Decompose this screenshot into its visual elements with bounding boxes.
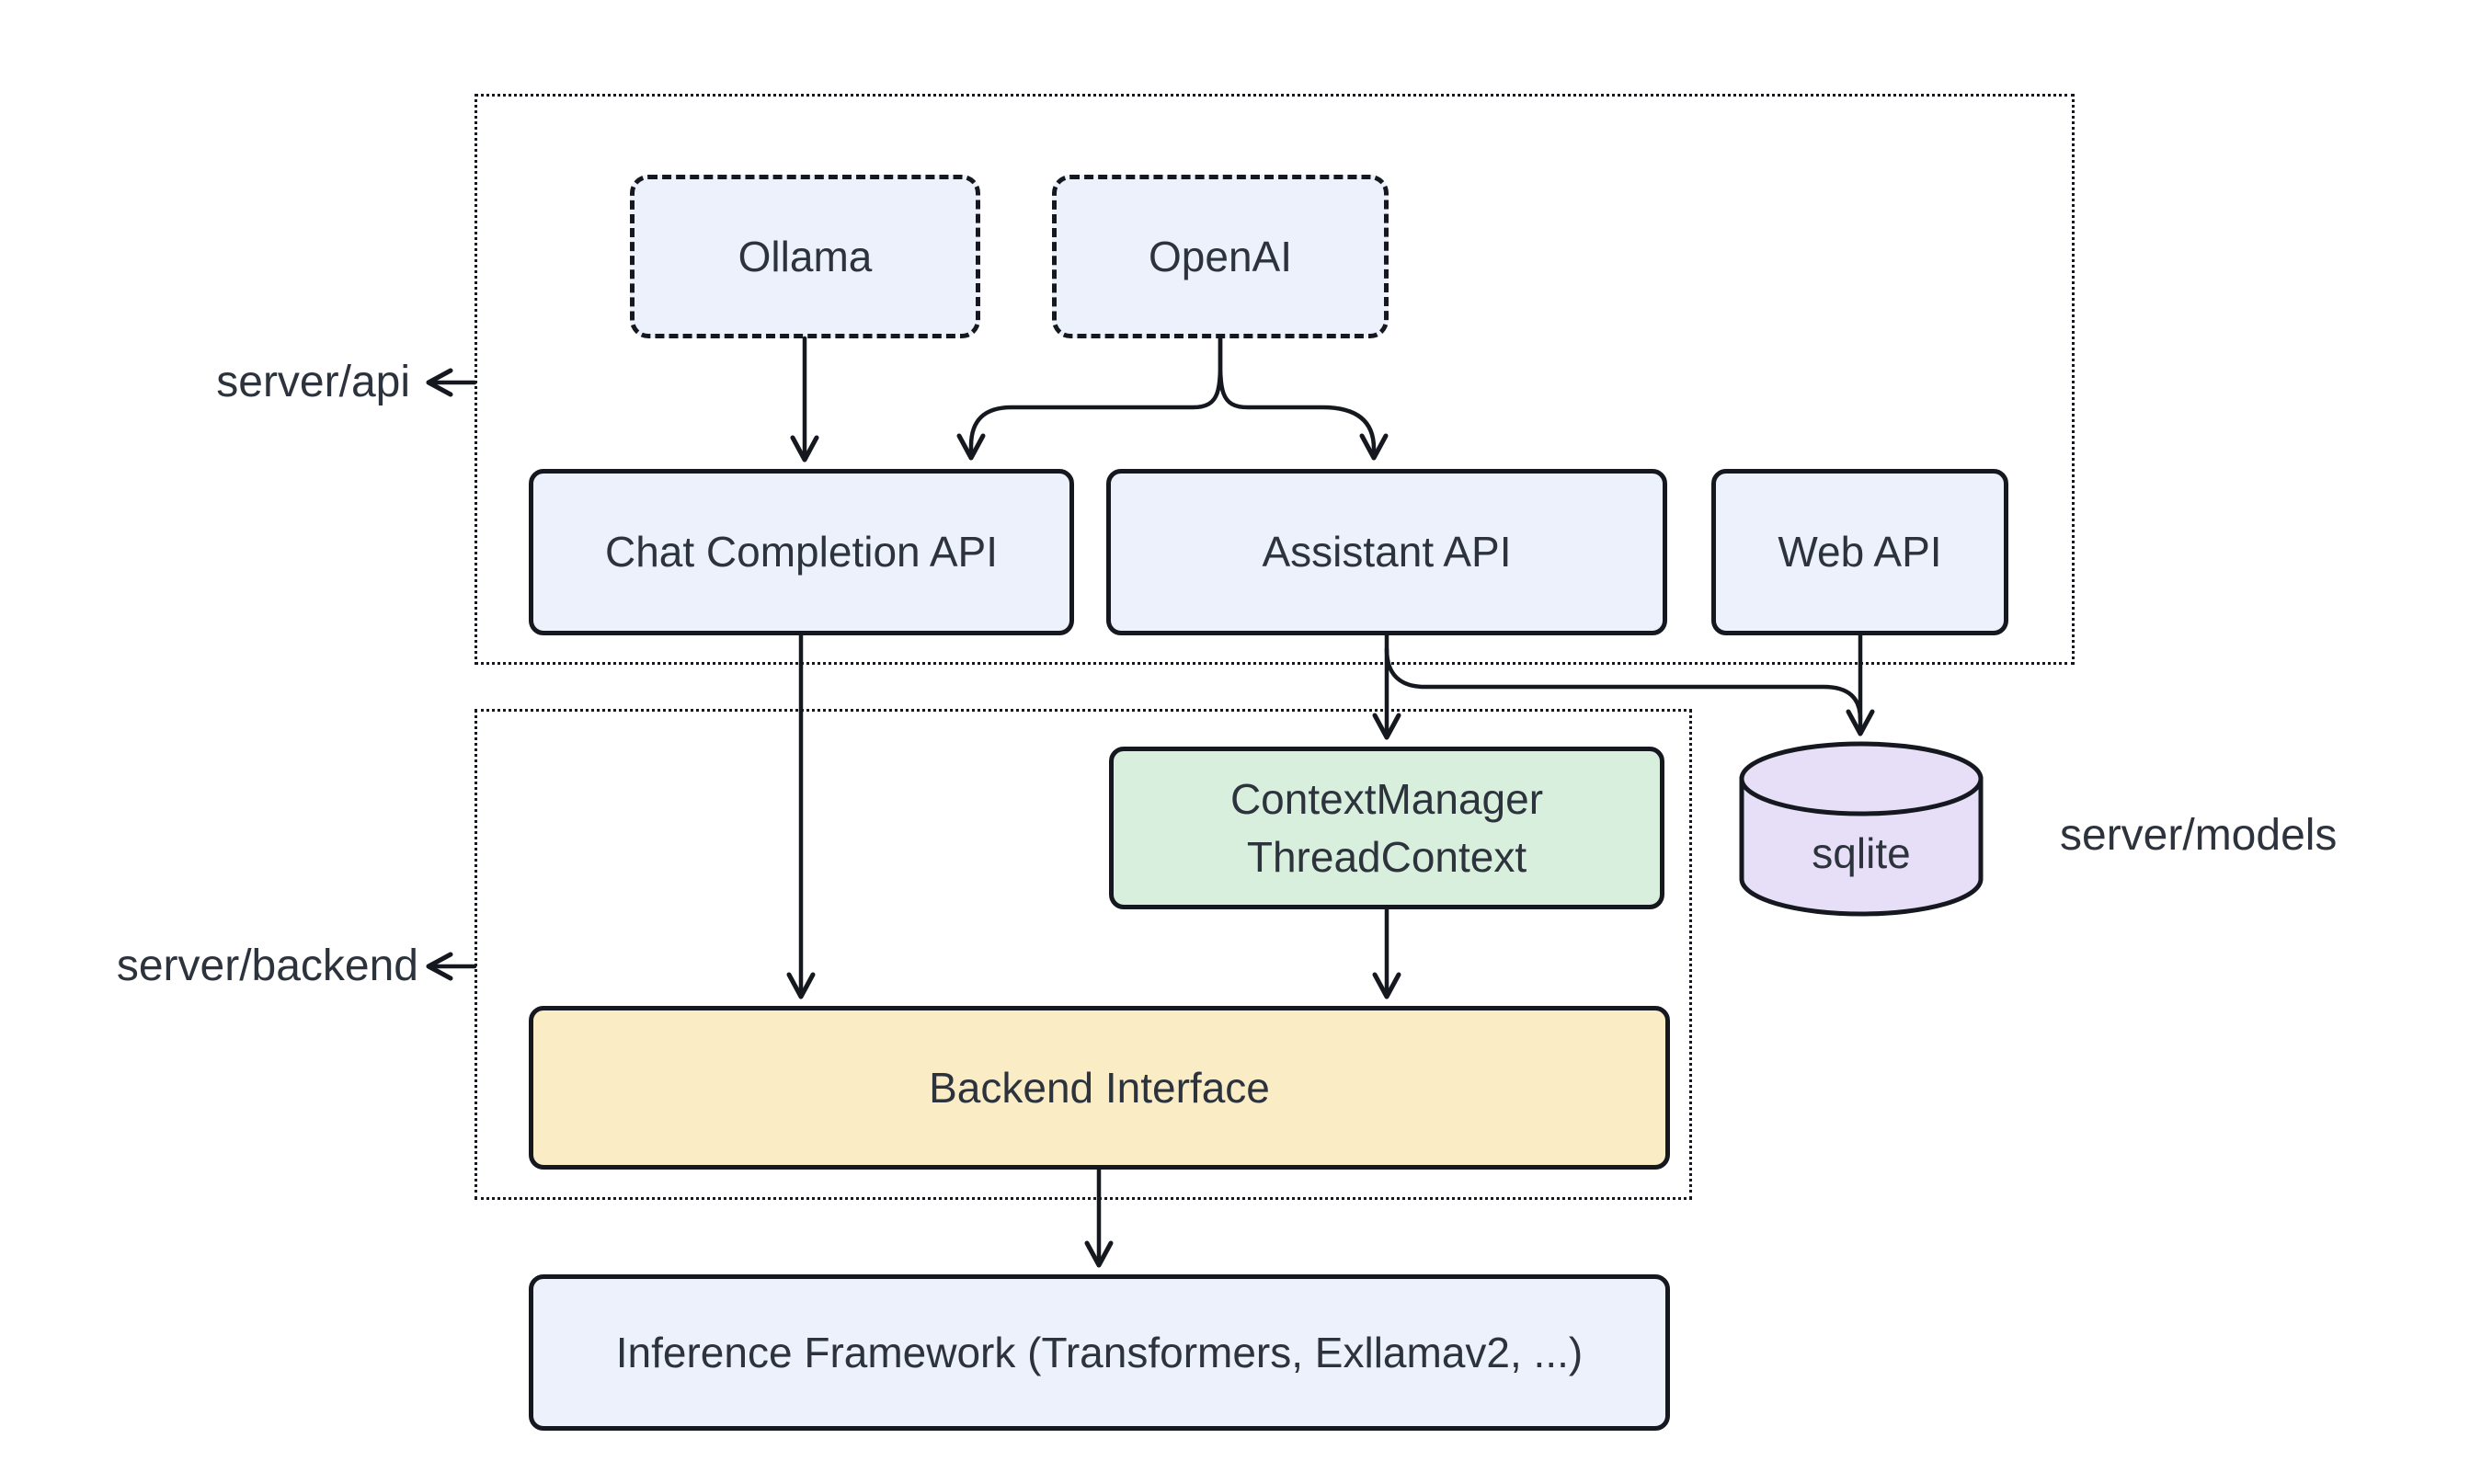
server-backend-container — [475, 709, 1692, 1200]
server-models-label: server/models — [2060, 811, 2338, 860]
node-inference-framework: Inference Framework (Transformers, Exlla… — [529, 1274, 1670, 1431]
node-sqlite-label: sqlite — [1812, 829, 1911, 877]
node-chat-completion-api-label: Chat Completion API — [604, 528, 998, 576]
node-context-manager: ContextManager ThreadContext — [1109, 747, 1664, 909]
node-ollama: Ollama — [630, 175, 980, 338]
node-chat-completion-api: Chat Completion API — [529, 469, 1074, 635]
server-backend-label: server/backend — [116, 942, 418, 990]
server-api-label: server/api — [216, 358, 410, 406]
sqlite-cylinder-top — [1739, 741, 1984, 816]
node-backend-interface-label: Backend Interface — [929, 1063, 1270, 1112]
node-inference-framework-label: Inference Framework (Transformers, Exlla… — [615, 1328, 1584, 1376]
node-backend-interface: Backend Interface — [529, 1006, 1670, 1170]
node-web-api: Web API — [1711, 469, 2008, 635]
node-context-manager-label-line2: ThreadContext — [1246, 832, 1527, 881]
node-assistant-api-label: Assistant API — [1262, 528, 1512, 576]
node-ollama-label: Ollama — [738, 232, 873, 280]
server-api-container — [475, 94, 2075, 665]
node-context-manager-label-line1: ContextManager — [1229, 775, 1544, 824]
node-openai-label: OpenAI — [1149, 232, 1292, 280]
node-openai: OpenAI — [1052, 175, 1389, 338]
node-assistant-api: Assistant API — [1106, 469, 1667, 635]
node-web-api-label: Web API — [1778, 528, 1942, 576]
